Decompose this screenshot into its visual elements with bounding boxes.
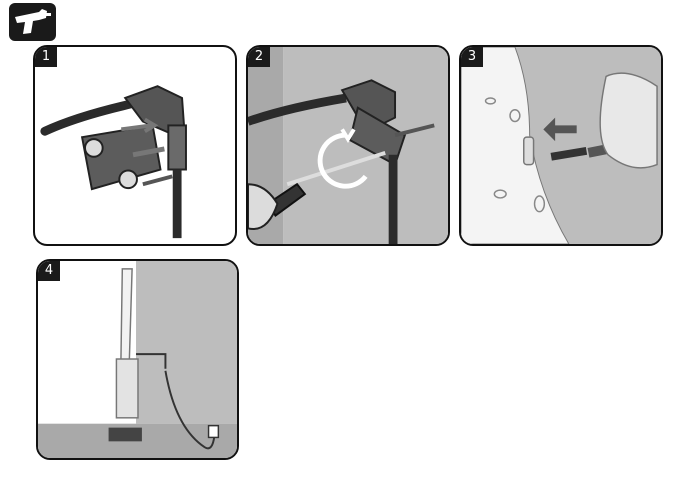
step-4-illustration	[38, 261, 237, 458]
step-number-badge: 2	[248, 47, 270, 67]
step-number-badge: 4	[38, 261, 60, 281]
step-3-panel: 3	[459, 45, 663, 246]
step-number-badge: 3	[461, 47, 483, 67]
step-1-illustration	[35, 47, 235, 244]
step-4-panel: 4	[36, 259, 239, 460]
wall-drill-icon	[9, 3, 56, 41]
step-number-badge: 1	[35, 47, 57, 67]
step-1-panel: 1	[33, 45, 237, 246]
step-2-illustration	[248, 47, 448, 244]
step-2-panel: 2	[246, 45, 450, 246]
step-3-illustration	[461, 47, 661, 244]
